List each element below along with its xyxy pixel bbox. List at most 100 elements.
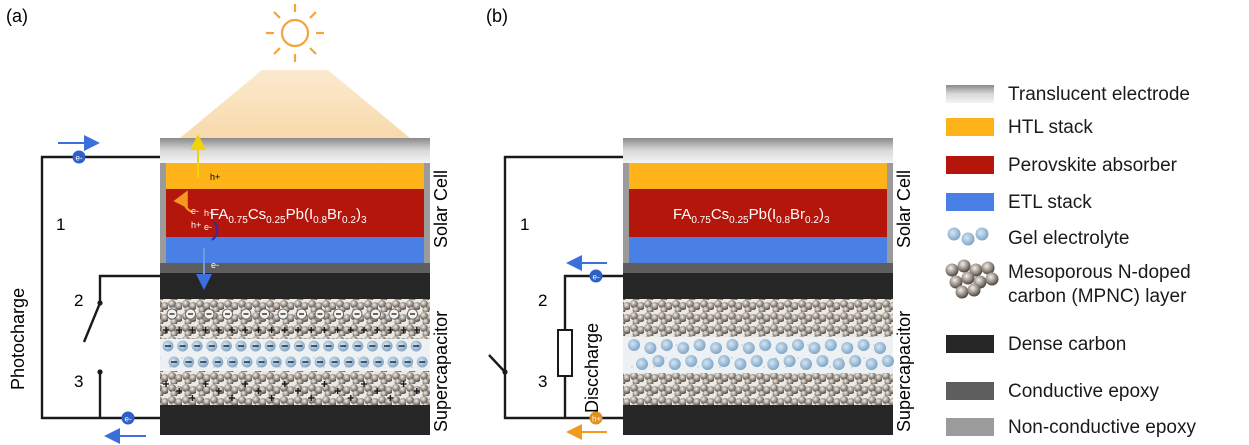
positive-charge-mark xyxy=(229,327,235,333)
electrolyte-ion xyxy=(183,356,195,368)
electrolyte-ion xyxy=(241,356,253,368)
positive-charge-mark xyxy=(295,388,301,394)
positive-charge-mark xyxy=(242,327,249,333)
electrolyte-ion xyxy=(685,355,698,367)
panel-b: (b) FA0.75Cs0.25Pb(I0.8Br0.2)3 xyxy=(486,6,914,440)
dense-carbon-bottom xyxy=(160,405,430,435)
negative-charge-mark xyxy=(296,308,307,320)
dense-carbon-bottom xyxy=(623,405,893,435)
legend-swatch xyxy=(946,418,994,436)
legend-swatch xyxy=(947,227,989,246)
mpnc-top xyxy=(623,299,893,337)
legend-item: Non-conductive epoxy xyxy=(946,417,1196,438)
htl-layer xyxy=(629,163,887,189)
electrolyte-ion xyxy=(808,342,821,354)
electrolyte-ion xyxy=(874,342,886,354)
electrolyte-ion xyxy=(816,355,829,367)
carrier-arrows-a: h+ e- h+ h+ e- e- xyxy=(173,134,220,290)
positive-charge-mark xyxy=(400,327,407,333)
electrolyte-ion xyxy=(849,355,862,367)
legend-swatch xyxy=(946,335,994,353)
electrolyte-ion xyxy=(212,356,224,368)
electrolyte-ion xyxy=(800,358,812,370)
positive-charge-mark xyxy=(229,395,235,401)
legend-label: Perovskite absorber xyxy=(1008,155,1178,176)
electrolyte-ion xyxy=(352,340,364,352)
hole-label-low: h+ xyxy=(191,220,201,230)
translucent-electrode-layer xyxy=(160,138,430,163)
electrolyte-ion xyxy=(792,339,804,351)
electrolyte-ion xyxy=(750,355,763,367)
electrolyte-ion xyxy=(644,342,657,354)
electrolyte-ion xyxy=(264,340,276,352)
load-resistor xyxy=(557,329,573,377)
negative-charge-mark xyxy=(166,308,178,320)
electrolyte-ion xyxy=(718,355,730,367)
electrolyte-ion xyxy=(220,340,232,352)
negative-charge-mark xyxy=(314,308,326,320)
electrolyte-ion xyxy=(343,356,355,368)
negative-charge-mark xyxy=(407,308,418,320)
positive-charge-mark xyxy=(281,381,288,387)
negative-charge-mark xyxy=(351,308,363,320)
positive-charge-mark xyxy=(400,381,407,387)
svg-text:h+: h+ xyxy=(592,415,601,424)
negative-charge-mark xyxy=(370,308,381,320)
electrolyte-ion xyxy=(314,356,326,368)
positive-charge-mark xyxy=(268,395,275,401)
device-stack-b xyxy=(623,138,893,435)
electrolyte-ion xyxy=(256,356,268,368)
electrolyte-ion xyxy=(701,358,714,370)
electrolyte-ion xyxy=(710,342,722,354)
legend-label: Conductive epoxy xyxy=(1008,381,1160,402)
negative-charge-mark xyxy=(388,308,400,320)
positive-charge-mark xyxy=(321,381,328,387)
legend-item: Translucent electrode xyxy=(946,84,1190,105)
mpnc-top xyxy=(160,299,430,339)
electrolyte-ion xyxy=(416,356,428,368)
legend-label: Mesoporous N-doped xyxy=(1008,262,1191,283)
legend-swatch xyxy=(945,259,999,299)
dense-carbon-top xyxy=(160,273,430,299)
electrolyte-ion xyxy=(693,339,706,351)
negative-charge-mark xyxy=(185,308,196,320)
legend-swatch xyxy=(946,85,994,103)
electrolyte-ion xyxy=(865,358,878,370)
positive-charge-mark xyxy=(334,388,341,394)
electron-badge-b: e- xyxy=(589,269,603,283)
electron-label-etl: e- xyxy=(211,260,219,270)
electron-curve-arrow xyxy=(173,190,193,213)
electron-label-low: e- xyxy=(204,222,212,232)
hole-label-top: h+ xyxy=(210,172,220,182)
conductive-epoxy-layer xyxy=(623,263,893,273)
positive-charge-mark xyxy=(413,388,420,394)
electrolyte-ion xyxy=(726,339,739,351)
positive-charge-mark xyxy=(347,327,354,333)
negative-charge-mark xyxy=(259,308,270,320)
electrolyte-ion xyxy=(381,340,393,352)
legend-item: Dense carbon xyxy=(946,334,1126,355)
positive-charge-mark xyxy=(176,327,183,333)
panel-a-tag: (a) xyxy=(6,6,28,26)
panel-a: (a) xyxy=(6,4,451,444)
positive-charge-mark xyxy=(163,381,169,387)
positive-charge-mark xyxy=(215,388,222,394)
electrolyte-ion xyxy=(250,340,262,352)
electrolyte-ion xyxy=(191,340,203,352)
legend-swatch xyxy=(946,118,994,136)
legend-label: Dense carbon xyxy=(1008,334,1126,355)
positive-charge-mark xyxy=(361,327,367,333)
legend-item: ETL stack xyxy=(946,192,1092,213)
panel-b-tag: (b) xyxy=(486,6,508,26)
perovskite-formula-b: FA0.75Cs0.25Pb(I0.8Br0.2)3 xyxy=(673,206,830,226)
electrolyte-ion xyxy=(857,339,870,351)
positive-charge-mark xyxy=(387,395,394,401)
electrolyte-ion xyxy=(832,358,845,370)
electrolyte-ion xyxy=(660,339,673,351)
perovskite-formula-a: FA0.75Cs0.25Pb(I0.8Br0.2)3 xyxy=(210,206,367,226)
switch-contact-b xyxy=(502,369,508,375)
electrolyte-ion xyxy=(293,340,305,352)
electrolyte-ion xyxy=(775,342,788,354)
